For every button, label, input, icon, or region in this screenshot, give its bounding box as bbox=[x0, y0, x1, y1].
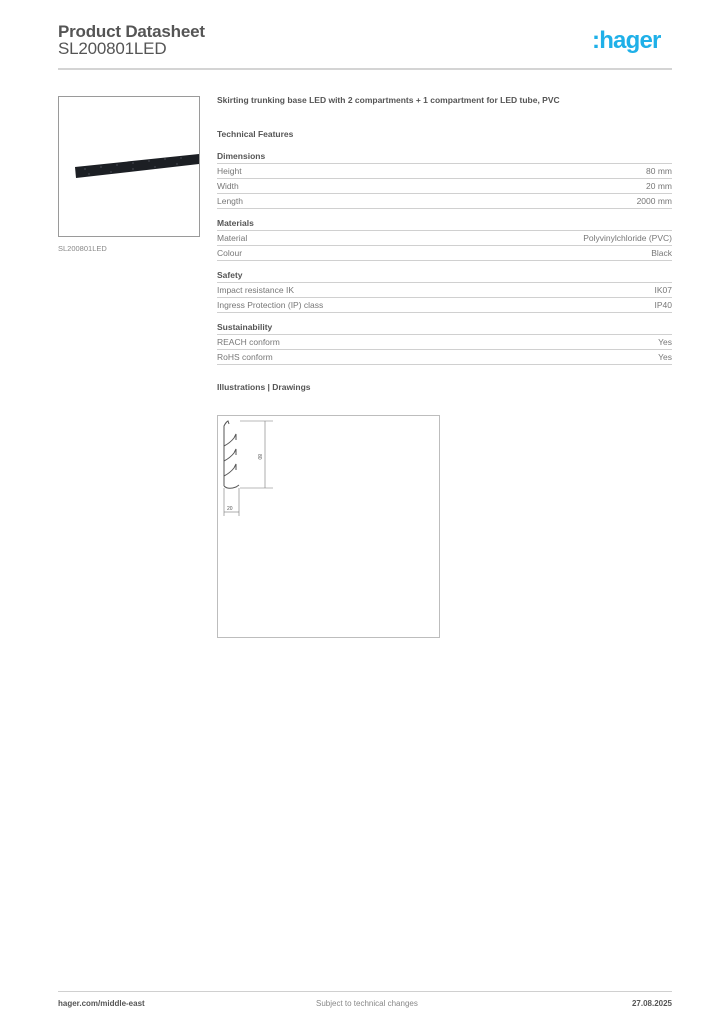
spec-row: Length 2000 mm bbox=[217, 194, 672, 209]
spec-value: Yes bbox=[658, 352, 672, 362]
cross-section-drawing-icon: 80 20 bbox=[223, 420, 273, 516]
illustrations-title: Illustrations | Drawings bbox=[217, 382, 311, 392]
spec-label: RoHS conform bbox=[217, 352, 273, 362]
footer-date: 27.08.2025 bbox=[631, 999, 672, 1008]
page-title: Product Datasheet bbox=[58, 22, 205, 41]
spec-label: Impact resistance IK bbox=[217, 285, 295, 295]
hager-logo: :hager bbox=[592, 27, 661, 54]
trunking-image-icon bbox=[75, 154, 199, 178]
footer-notice: Subject to technical changes bbox=[316, 999, 418, 1008]
spec-value: IK07 bbox=[654, 285, 673, 295]
spec-value: IP40 bbox=[654, 300, 673, 310]
spec-label: Ingress Protection (IP) class bbox=[217, 300, 324, 310]
footer-website-link[interactable]: hager.com/middle-east bbox=[58, 999, 145, 1008]
svg-text:20: 20 bbox=[227, 506, 233, 512]
spec-label: Length bbox=[217, 196, 243, 206]
section-materials: Materials Material Polyvinylchloride (PVC… bbox=[217, 218, 672, 261]
section-dimensions: Dimensions Height 80 mm Width 20 mm Length… bbox=[217, 151, 672, 209]
svg-text:80: 80 bbox=[256, 454, 262, 460]
spec-label: REACH conform bbox=[217, 337, 280, 347]
product-image-caption: SL200801LED bbox=[58, 244, 107, 253]
spec-label: Material bbox=[217, 233, 248, 243]
footer-divider bbox=[58, 991, 672, 992]
spec-row: REACH conform Yes bbox=[217, 335, 672, 350]
spec-value: Yes bbox=[658, 337, 672, 347]
spec-row: Material Polyvinylchloride (PVC) bbox=[217, 231, 672, 246]
product-details: Skirting trunking base LED with 2 compar… bbox=[217, 95, 672, 392]
product-image bbox=[58, 96, 200, 237]
spec-value: 80 mm bbox=[646, 166, 672, 176]
technical-drawing: 80 20 bbox=[217, 415, 440, 638]
spec-row: Width 20 mm bbox=[217, 179, 672, 194]
spec-label: Colour bbox=[217, 248, 243, 258]
section-title: Materials bbox=[217, 218, 672, 231]
spec-row: Impact resistance IK IK07 bbox=[217, 283, 672, 298]
section-title: Dimensions bbox=[217, 151, 672, 164]
section-title: Safety bbox=[217, 270, 672, 283]
spec-label: Width bbox=[217, 181, 239, 191]
technical-features-title: Technical Features bbox=[217, 129, 294, 139]
spec-label: Height bbox=[217, 166, 242, 176]
spec-row: Height 80 mm bbox=[217, 164, 672, 179]
spec-row: RoHS conform Yes bbox=[217, 350, 672, 365]
spec-value: 2000 mm bbox=[636, 196, 672, 206]
spec-row: Colour Black bbox=[217, 246, 672, 261]
spec-value: Black bbox=[651, 248, 672, 258]
product-description: Skirting trunking base LED with 2 compar… bbox=[217, 95, 560, 105]
section-title: Sustainability bbox=[217, 322, 672, 335]
spec-row: Ingress Protection (IP) class IP40 bbox=[217, 298, 672, 313]
spec-value: Polyvinylchloride (PVC) bbox=[583, 233, 672, 243]
header-divider bbox=[58, 68, 672, 70]
product-code: SL200801LED bbox=[58, 39, 167, 58]
spec-value: 20 mm bbox=[646, 181, 672, 191]
section-safety: Safety Impact resistance IK IK07 Ingress … bbox=[217, 270, 672, 313]
